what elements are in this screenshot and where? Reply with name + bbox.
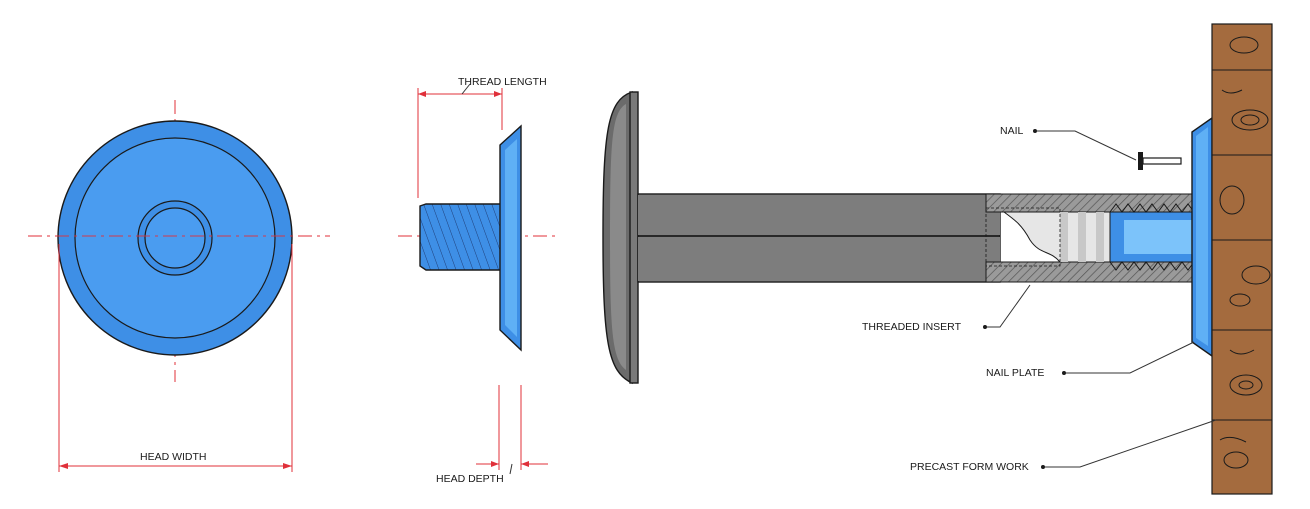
nail-icon bbox=[1138, 152, 1182, 170]
assembly-view: NAIL THREADED INSERT NAIL PLATE PRECAST … bbox=[602, 23, 1273, 495]
threaded-insert-label: THREADED INSERT bbox=[862, 321, 962, 333]
nail-plate-label: NAIL PLATE bbox=[986, 367, 1044, 379]
head-front-view: HEAD WIDTH bbox=[28, 100, 330, 472]
head-depth-label: HEAD DEPTH bbox=[436, 473, 504, 485]
precast-formwork-wood bbox=[1211, 23, 1273, 495]
thread-length-label: THREAD LENGTH bbox=[458, 76, 547, 88]
head-width-label: HEAD WIDTH bbox=[140, 451, 207, 463]
threaded-insert-section bbox=[985, 193, 1197, 283]
threaded-shank bbox=[419, 203, 503, 271]
precast-form-work-label: PRECAST FORM WORK bbox=[910, 461, 1029, 473]
insert-side-view: THREAD LENGTH HEAD DEPTH bbox=[398, 76, 555, 485]
nail-label: NAIL bbox=[1000, 125, 1024, 137]
head-boss-inner bbox=[144, 207, 206, 269]
